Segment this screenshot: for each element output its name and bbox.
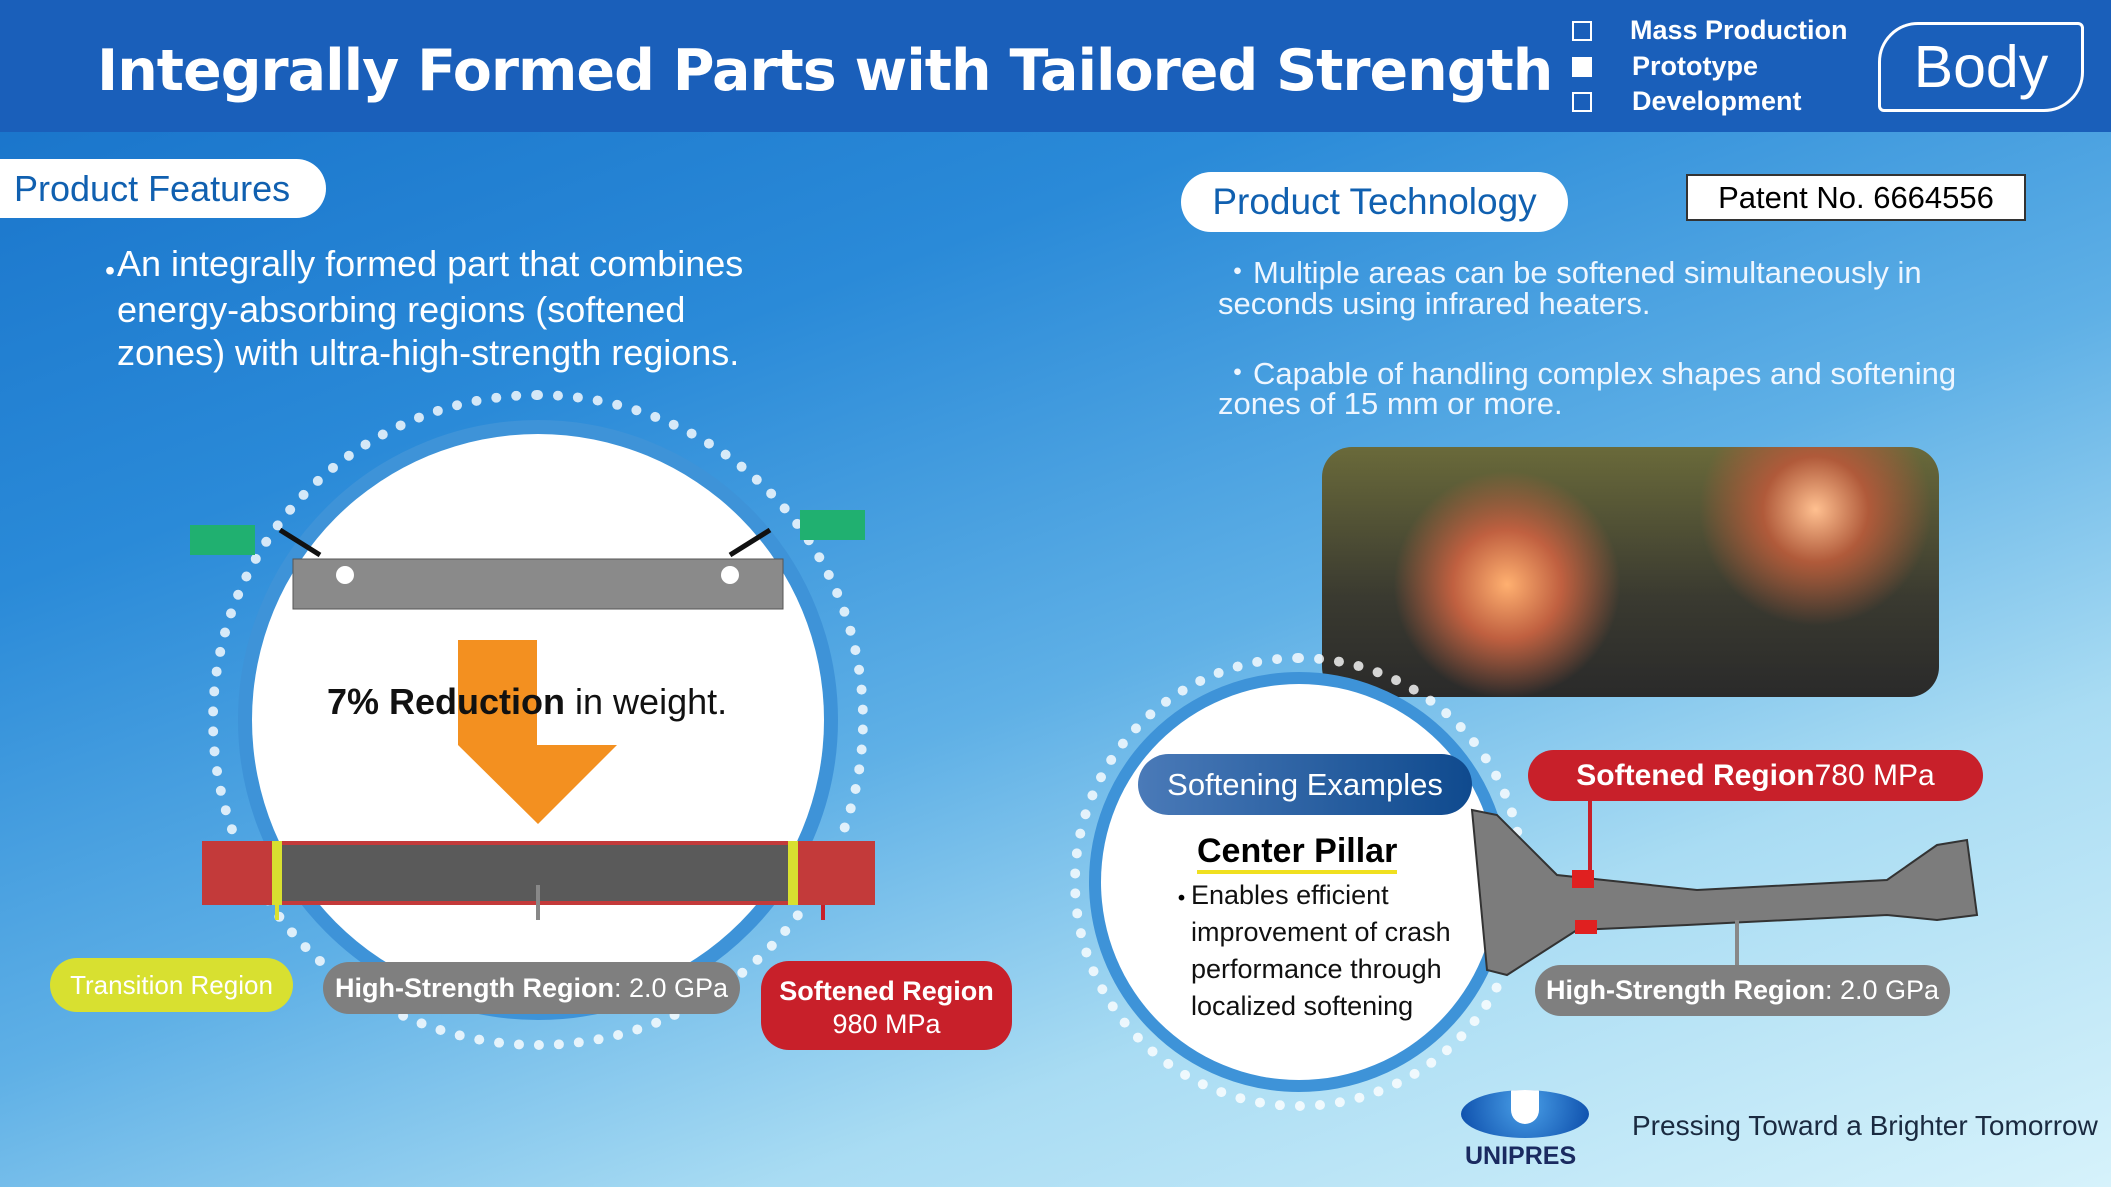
checkbox-development (1572, 92, 1592, 112)
down-arrow-icon (378, 640, 617, 824)
part-before (292, 558, 784, 610)
feature-line: zones) with ultra-high-strength regions. (117, 332, 740, 373)
patent-number: Patent No. 6664556 (1686, 174, 2026, 221)
tech-bullet: ・Multiple areas can be softened simultan… (1222, 255, 1922, 290)
page-title: Integrally Formed Parts with Tailored St… (97, 38, 1553, 104)
arrow-right-icon (728, 527, 772, 558)
decorative-dashed-ring (208, 390, 868, 1050)
weight-reduction-text: 7% Reduction in weight. (327, 681, 728, 722)
stage-label-prototype: Prototype (1632, 51, 1759, 81)
product-features-heading: Product Features (0, 159, 326, 218)
softened-region-780-label: Softened Region 780 MPa (1528, 750, 1983, 801)
example-line: localized softening (1191, 991, 1414, 1021)
feature-line: energy-absorbing regions (softened (117, 289, 686, 330)
clamp-right-icon (800, 510, 865, 540)
high-strength-region-right-label: High-Strength Region: 2.0 GPa (1535, 965, 1950, 1016)
example-title: Center Pillar (1197, 832, 1398, 874)
stage-label-development: Development (1632, 86, 1802, 116)
tagline: Pressing Toward a Brighter Tomorrow (1632, 1110, 2098, 1141)
arrow-left-icon (278, 527, 322, 558)
example-circle (1101, 684, 1497, 1080)
softened-zone-lower (1575, 920, 1597, 934)
example-description: Enables efficient improvement of crash p… (1191, 877, 1451, 1025)
softened-zone-upper (1572, 870, 1594, 888)
tech-bullet: ・Capable of handling complex shapes and … (1222, 356, 1957, 391)
transition-region-label: Transition Region (50, 958, 293, 1012)
tech-bullet-cont: zones of 15 mm or more. (1218, 386, 1563, 421)
example-line: Enables efficient (1191, 880, 1389, 910)
bullet-dot: ・ (1168, 884, 1195, 914)
softening-examples-label: Softening Examples (1138, 754, 1472, 815)
header-bar (0, 0, 2111, 132)
center-pillar-illustration (1470, 800, 1979, 977)
product-technology-heading: Product Technology (1181, 172, 1568, 232)
unipres-logo-icon (1461, 1090, 1589, 1138)
example-line: performance through (1191, 954, 1442, 984)
checkbox-mass-production (1572, 21, 1592, 41)
infrared-heater-photo (1322, 447, 1939, 697)
example-line: improvement of crash (1191, 917, 1451, 947)
feature-line: An integrally formed part that combines (117, 243, 744, 284)
bullet-dot: ・ (92, 251, 129, 292)
unipres-logo-text: UNIPRES (1465, 1142, 1577, 1170)
category-badge: Body (1878, 22, 2084, 112)
bumper-illustration (190, 510, 875, 920)
clamp-left-icon (190, 525, 255, 555)
tech-bullet-cont: seconds using infrared heaters. (1218, 286, 1651, 321)
checkbox-prototype (1572, 57, 1592, 77)
stage-label-mass-production: Mass Production (1630, 15, 1848, 45)
high-strength-region-label: High-Strength Region: 2.0 GPa (323, 962, 740, 1014)
